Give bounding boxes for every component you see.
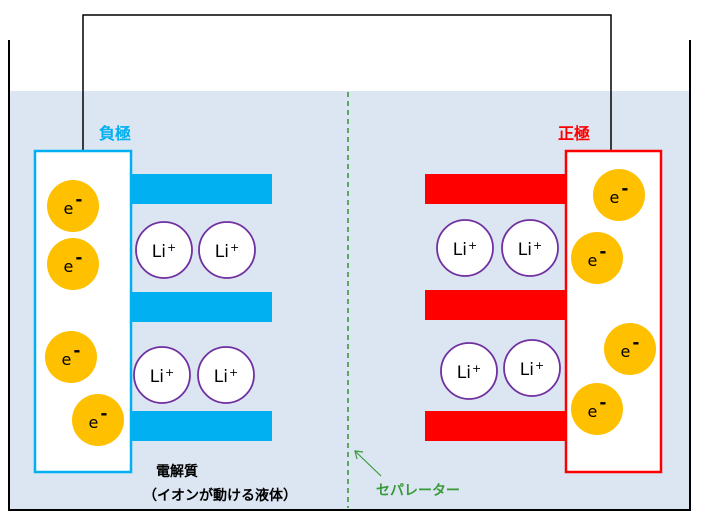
electron: e- [47,180,99,232]
negative-plate [131,174,272,204]
positive-plate [425,411,566,441]
svg-text:Li+: Li+ [152,241,176,262]
svg-text:e-: e- [621,333,640,361]
electron: e- [604,323,656,375]
negative-electrode-label: 負極 [99,124,131,143]
lithium-ion: Li+ [501,219,559,277]
electrolyte-label: 電解質 [156,463,198,480]
electron: e- [571,383,623,435]
container-vessel [8,40,691,511]
svg-text:e-: e- [89,404,108,432]
lithium-ion: Li+ [133,346,191,404]
separator-pointer-arrow [354,450,382,477]
arrow-head-icon [354,450,364,460]
svg-text:Li+: Li+ [520,359,544,380]
svg-text:e-: e- [64,248,83,276]
positive-plate [425,174,566,204]
lithium-ion: Li+ [198,221,256,279]
svg-text:Li+: Li+ [215,241,239,262]
svg-text:e-: e- [588,242,607,270]
electron: e- [45,331,97,383]
svg-text:e-: e- [610,179,629,207]
separator-label: セパレーター [376,483,460,499]
positive-plate [425,290,566,320]
svg-text:Li+: Li+ [457,362,481,383]
electron: e- [571,232,623,284]
svg-text:Li+: Li+ [453,239,477,260]
electrolyte-description: （イオンが動ける液体） [143,487,297,504]
negative-plate [131,411,272,441]
lithium-ion: Li+ [135,221,193,279]
electron: e- [593,169,645,221]
positive-electrode-label: 正極 [558,124,590,143]
lithium-ion: Li+ [197,346,255,404]
lithium-ion: Li+ [436,219,494,277]
svg-text:e-: e- [64,190,83,218]
lithium-ion: Li+ [440,342,498,400]
svg-text:e-: e- [588,393,607,421]
svg-text:Li+: Li+ [518,239,542,260]
electron: e- [47,238,99,290]
electron: e- [72,394,124,446]
svg-text:Li+: Li+ [214,366,238,387]
external-wire [82,14,612,151]
lithium-ion: Li+ [503,339,561,397]
svg-text:e-: e- [62,341,81,369]
svg-text:Li+: Li+ [150,366,174,387]
negative-plate [131,292,272,322]
